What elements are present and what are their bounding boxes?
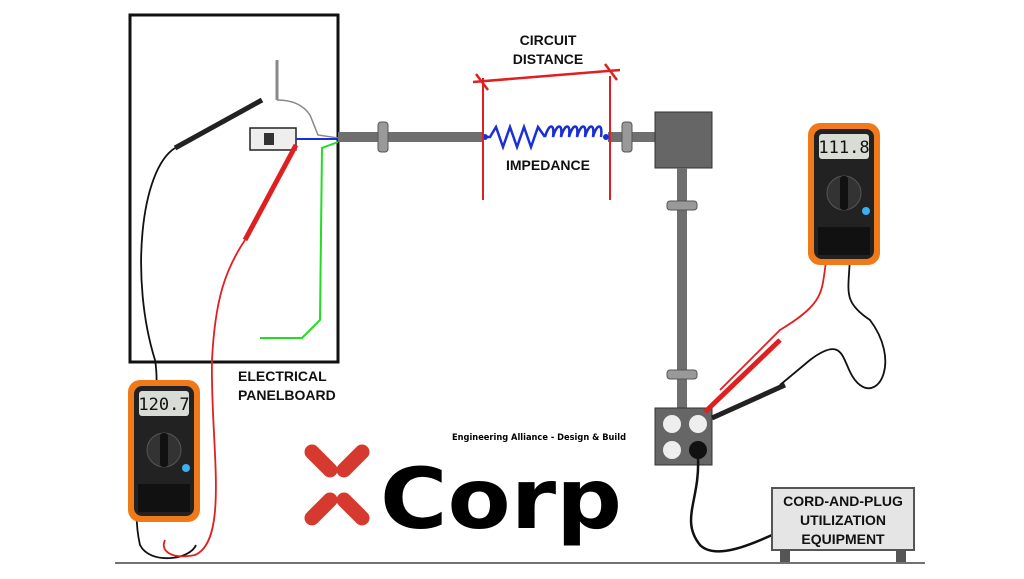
xcorp-logo: Engineering Alliance - Design & Build Co… (304, 433, 626, 548)
receptacle-outlet (663, 415, 681, 433)
equipment-label: EQUIPMENT (801, 531, 885, 547)
impedance-label: IMPEDANCE (506, 157, 590, 173)
conduit-strap (666, 369, 698, 380)
red-probe (703, 338, 782, 414)
conduit-strap (377, 121, 389, 153)
receptacle-outlet (663, 441, 681, 459)
logo-wordmark: Corp (380, 450, 622, 548)
equipment-cord (689, 457, 773, 553)
black-probe (710, 382, 787, 421)
logo-x-mark (304, 444, 370, 526)
conduit-strap (666, 200, 698, 211)
receptacle-outlet (689, 415, 707, 433)
panelboard-label: ELECTRICAL (238, 368, 327, 384)
meter-display: 111.8 (818, 138, 869, 158)
electrical-panelboard (128, 13, 340, 364)
red-test-lead (719, 249, 829, 391)
multimeter-outlet: 111.8 (808, 123, 880, 265)
meter-display: 120.7 (138, 395, 189, 415)
distance-tick (475, 73, 489, 91)
logo-tagline: Engineering Alliance - Design & Build (452, 433, 626, 443)
inductor-symbol (543, 125, 603, 138)
breaker-handle (264, 133, 274, 145)
equipment-foot (896, 550, 906, 562)
circuit-distance-label: CIRCUIT (520, 32, 577, 48)
plug (689, 441, 707, 459)
distance-tick (604, 63, 618, 81)
black-probe (173, 97, 264, 151)
equipment-label: UTILIZATION (800, 512, 886, 528)
conduit-strap (621, 121, 633, 153)
equipment-foot (780, 550, 790, 562)
resistor-symbol (483, 123, 547, 151)
coil-terminal (603, 134, 609, 140)
conduit-horizontal-left (338, 132, 483, 142)
junction-box (654, 111, 713, 169)
equipment-label: CORD-AND-PLUG (783, 493, 903, 509)
utilization-equipment (771, 487, 915, 551)
circuit-distance-label: DISTANCE (513, 51, 584, 67)
black-test-lead (779, 249, 887, 389)
conduit-vertical (677, 168, 687, 408)
distance-arrow (472, 68, 621, 84)
panelboard-label: PANELBOARD (238, 387, 336, 403)
red-test-lead (162, 239, 246, 558)
panel-hot-wire (276, 99, 339, 139)
multimeter-panel: 120.7 (128, 380, 200, 522)
ground-wire (260, 141, 339, 339)
red-probe (242, 143, 299, 242)
